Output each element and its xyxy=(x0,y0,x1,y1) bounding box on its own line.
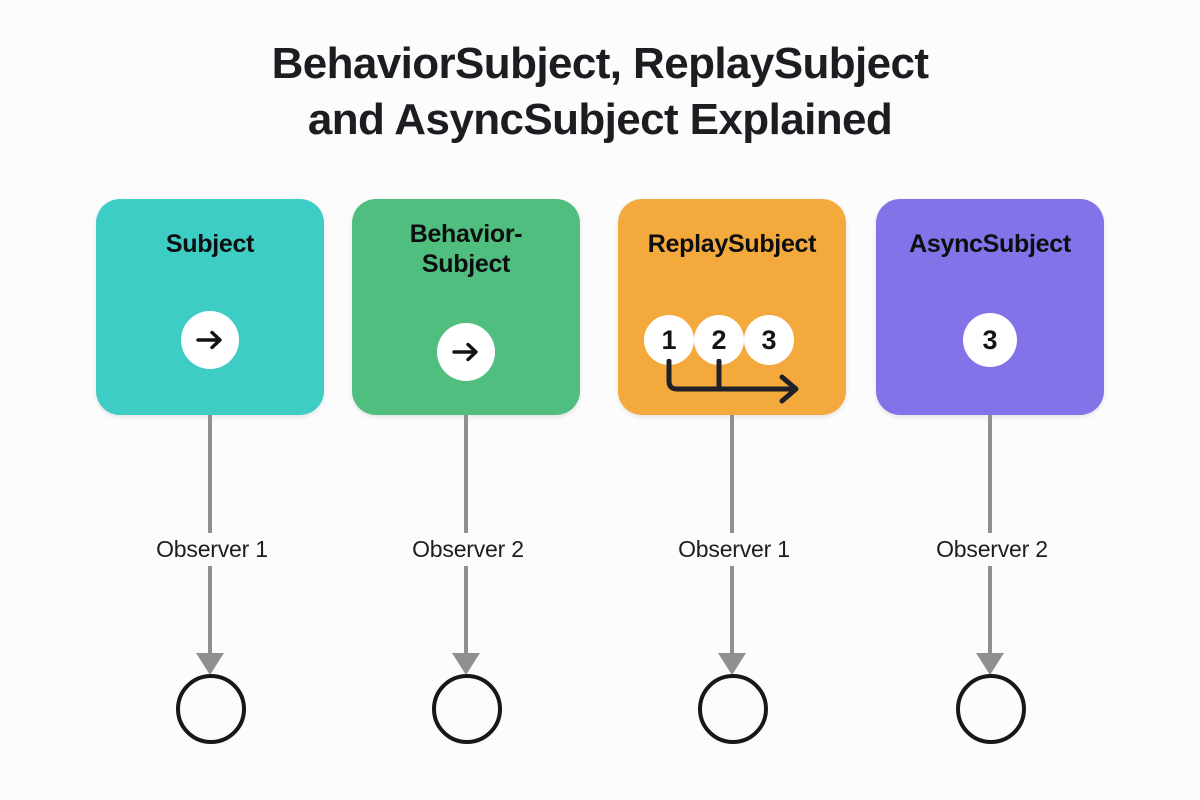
arrow-right-icon xyxy=(193,323,227,357)
arrow-right-icon xyxy=(449,335,483,369)
observer-arrowhead-4 xyxy=(974,651,1006,682)
card-behavior-subject-label-line-2: Subject xyxy=(421,250,511,278)
column-subject: Subject Observer 1 xyxy=(12,199,412,769)
replay-token-3: 3 xyxy=(744,315,794,365)
observer-arrowhead-2 xyxy=(450,651,482,682)
observer-node-4[interactable] xyxy=(956,674,1026,744)
card-replay-subject-label: ReplaySubject xyxy=(647,230,817,258)
replay-token-1: 1 xyxy=(644,315,694,365)
diagram-columns: Subject Observer 1 Behavior- S xyxy=(0,199,1200,769)
card-async-subject-label: AsyncSubject xyxy=(909,230,1071,258)
card-replay-subject[interactable]: ReplaySubject 1 2 3 xyxy=(618,199,846,415)
replay-token-2: 2 xyxy=(694,315,744,365)
behavior-subject-emit-token xyxy=(437,323,495,381)
card-behavior-subject-label-line-1: Behavior- xyxy=(409,220,523,248)
page-title: BehaviorSubject, ReplaySubject and Async… xyxy=(0,36,1200,149)
subject-emit-token xyxy=(181,311,239,369)
replay-connector-arrow-icon xyxy=(642,358,828,410)
card-async-subject[interactable]: AsyncSubject 3 xyxy=(876,199,1104,415)
observer-arrowhead-1 xyxy=(194,651,226,682)
async-token-3: 3 xyxy=(963,313,1017,367)
observer-node-3[interactable] xyxy=(698,674,768,744)
observer-node-2[interactable] xyxy=(432,674,502,744)
card-subject-label: Subject xyxy=(165,230,255,258)
column-behavior-subject: Behavior- Subject Observer 2 xyxy=(268,199,668,769)
page-title-line-2: and AsyncSubject Explained xyxy=(307,95,893,145)
observer-node-1[interactable] xyxy=(176,674,246,744)
column-replay-subject: ReplaySubject 1 2 3 Observer 1 xyxy=(534,199,934,769)
column-async-subject: AsyncSubject 3 Observer 2 xyxy=(792,199,1192,769)
observer-label-4: Observer 2 xyxy=(792,533,1192,566)
card-behavior-subject-label: Behavior- Subject xyxy=(352,219,580,279)
page-title-line-1: BehaviorSubject, ReplaySubject xyxy=(271,39,929,88)
observer-arrowhead-3 xyxy=(716,651,748,682)
card-behavior-subject[interactable]: Behavior- Subject xyxy=(352,199,580,415)
card-subject[interactable]: Subject xyxy=(96,199,324,415)
